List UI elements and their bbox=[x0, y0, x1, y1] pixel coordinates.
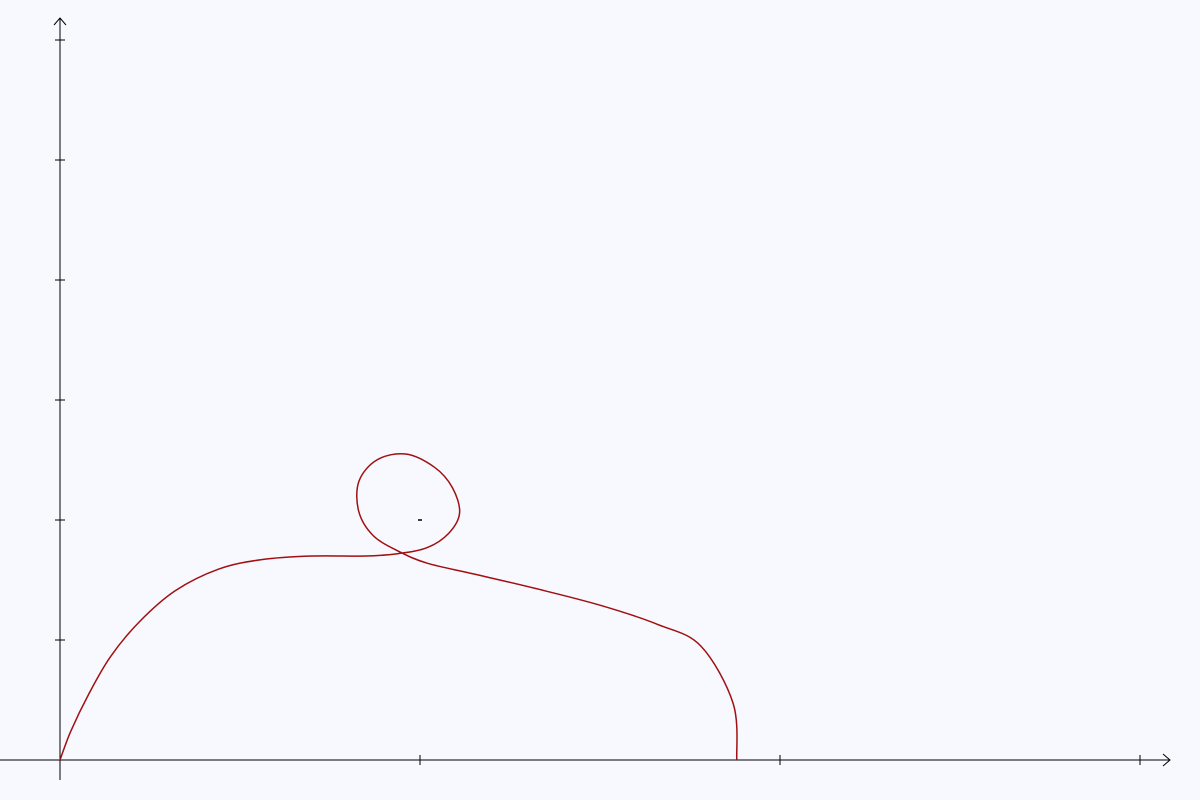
series-layer bbox=[59, 452, 738, 761]
series-curve bbox=[59, 452, 738, 761]
y-axis-arrow bbox=[53, 17, 67, 26]
axis-ticks bbox=[55, 39, 1141, 765]
x-axis-arrow bbox=[1162, 753, 1171, 767]
axes bbox=[0, 17, 1171, 780]
